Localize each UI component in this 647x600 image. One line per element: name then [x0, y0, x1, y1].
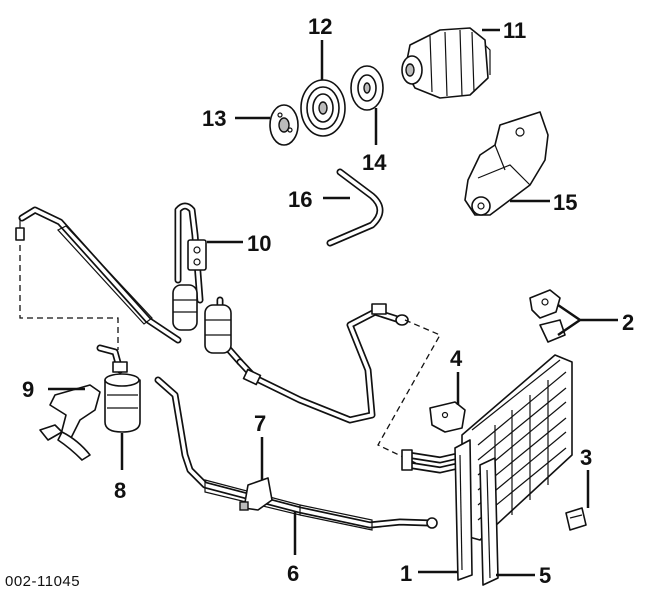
- callout-5: 5: [539, 563, 551, 588]
- callout-3: 3: [580, 445, 592, 470]
- callout-8: 8: [114, 478, 126, 503]
- callout-16: 16: [288, 187, 312, 212]
- liquid-line-part: [15, 206, 182, 344]
- condenser-seal-part: [479, 457, 499, 586]
- condenser-side-tank-part: [454, 439, 473, 581]
- compressor-bracket-part: [464, 111, 549, 216]
- muffler-manifold-part: [172, 202, 244, 366]
- callout-7: 7: [254, 411, 266, 436]
- callout-12: 12: [308, 14, 332, 39]
- callout-1: 1: [400, 561, 412, 586]
- clutch-plate-part: [269, 104, 299, 146]
- callout-15: 15: [553, 190, 577, 215]
- callout-6: 6: [287, 561, 299, 586]
- callout-11: 11: [503, 18, 526, 43]
- callout-leader-2: [557, 303, 618, 337]
- callout-14: 14: [362, 150, 387, 175]
- callout-9: 9: [22, 377, 34, 402]
- callout-2: 2: [622, 310, 634, 335]
- condenser-mount-part: [529, 289, 566, 343]
- callout-13: 13: [202, 106, 226, 131]
- discharge-line-part: [236, 303, 409, 424]
- receiver-bracket-part: [39, 384, 101, 461]
- condenser-bracket-part: [429, 401, 466, 433]
- callout-10: 10: [247, 231, 271, 256]
- dashed-connector-left: [19, 245, 119, 350]
- document-id: 002-11045: [5, 573, 80, 590]
- line-bracket-part: [239, 477, 273, 511]
- condenser-clip-part: [565, 507, 587, 531]
- clutch-pulley-part: [300, 79, 346, 137]
- suction-hose-part: [326, 168, 384, 247]
- dashed-connector-right: [377, 319, 441, 466]
- field-coil-part: [350, 65, 384, 111]
- callout-4: 4: [450, 346, 463, 371]
- compressor-part: [401, 27, 491, 99]
- receiver-drier-part: [96, 344, 141, 433]
